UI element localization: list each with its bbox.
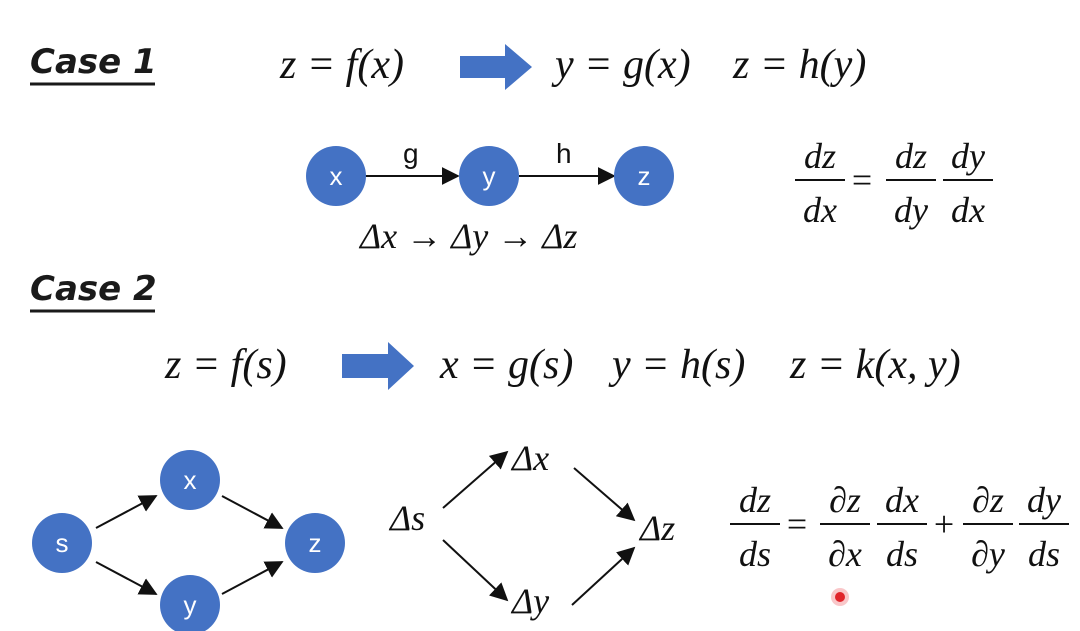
- case1-z-formula: z = h(y): [732, 42, 866, 88]
- case2-rule-t1-num: ∂z: [829, 480, 861, 520]
- case1-lhs-formula: z = f(x): [279, 42, 404, 88]
- case2-edge-s-y: [95, 561, 158, 595]
- case2-node-s-label: s: [56, 528, 69, 558]
- case2-label: Case 2: [30, 269, 157, 309]
- case1-edge-label-g: g: [403, 138, 419, 169]
- case1-chain-rule: dz dx = dz dy dy dx: [795, 136, 993, 230]
- case2-rule-lhs-den: ds: [739, 534, 771, 574]
- case2-delta-edge-y-z: [571, 546, 636, 606]
- case2-rule-t3-den: ∂y: [971, 534, 1005, 574]
- case1-implies-arrow-icon: [460, 44, 532, 90]
- case2-rule-t4-num: dy: [1027, 480, 1061, 520]
- case1-rule-t2-num: dy: [951, 136, 985, 176]
- case2-z-formula: z = k(x, y): [789, 342, 961, 388]
- case2-node-x: [160, 450, 220, 510]
- case2-chain-rule: dz ds = ∂z ∂x dx ds + ∂z ∂y dy ds: [730, 480, 1069, 574]
- case2-rule-eq: =: [787, 504, 807, 544]
- case1-rule-t2-den: dx: [951, 190, 985, 230]
- case1-rule-lhs-num: dz: [804, 136, 836, 176]
- case2-edge-y-z: [221, 561, 284, 595]
- case1-rule-lhs-den: dx: [803, 190, 837, 230]
- case1-label: Case 1: [30, 42, 157, 82]
- laser-pointer-icon: [831, 588, 849, 606]
- case1-y-formula: y = g(x): [551, 42, 691, 88]
- case2-delta-edge-s-x: [442, 450, 509, 509]
- case1-edge-label-h: h: [556, 138, 572, 169]
- case1-node-y: [459, 146, 519, 206]
- case1-node-x-label: x: [330, 161, 343, 191]
- case1-rule-t1-den: dy: [894, 190, 928, 230]
- case1-node-x: [306, 146, 366, 206]
- case1-delta-chain: Δx → Δy → Δz: [358, 216, 577, 256]
- case2-node-z: [285, 513, 345, 573]
- case2-node-x-label: x: [184, 465, 197, 495]
- case1-node-y-label: y: [483, 161, 496, 191]
- case2-y-formula: y = h(s): [608, 342, 745, 388]
- case2-rule-t4-den: ds: [1028, 534, 1060, 574]
- case1-node-z-label: z: [638, 161, 651, 191]
- case2-rule-t1-den: ∂x: [828, 534, 862, 574]
- case2-rule-t2-num: dx: [885, 480, 919, 520]
- case2-node-s: [32, 513, 92, 573]
- case1-rule-eq: =: [852, 160, 872, 200]
- case2-delta-z: Δz: [638, 508, 675, 548]
- case2-delta-edge-x-z: [573, 467, 636, 522]
- case2-delta-y: Δy: [510, 581, 549, 621]
- case2-rule-t3-num: ∂z: [972, 480, 1004, 520]
- case2-rule-t2-den: ds: [886, 534, 918, 574]
- case2-rule-plus: +: [934, 504, 954, 544]
- case2-node-y-label: y: [184, 590, 197, 620]
- case2-edge-s-x: [95, 495, 158, 529]
- case2-node-y: [160, 575, 220, 631]
- case2-node-z-label: z: [309, 528, 322, 558]
- case2-delta-s: Δs: [388, 498, 425, 538]
- case2-rule-lhs-num: dz: [739, 480, 771, 520]
- case1-rule-t1-num: dz: [895, 136, 927, 176]
- case2-x-formula: x = g(s): [439, 342, 573, 388]
- case2-delta-edge-s-y: [442, 539, 509, 602]
- case2-delta-x: Δx: [510, 438, 549, 478]
- case2-edge-x-z: [221, 495, 284, 529]
- case1-node-z: [614, 146, 674, 206]
- case2-implies-arrow-icon: [342, 342, 414, 390]
- case2-lhs-formula: z = f(s): [164, 342, 287, 388]
